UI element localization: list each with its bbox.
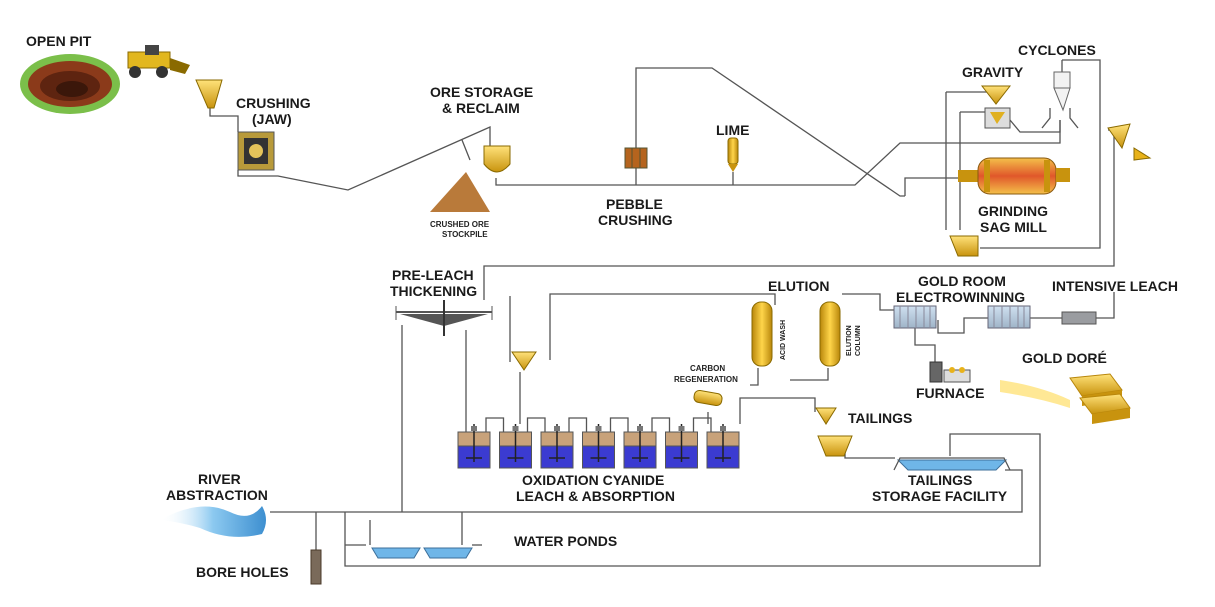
leach-tank bbox=[706, 424, 740, 469]
tailings-hopper bbox=[815, 407, 837, 425]
lime-silo bbox=[727, 137, 739, 172]
label-abstraction: ABSTRACTION bbox=[166, 487, 268, 503]
leach-tank bbox=[457, 424, 491, 469]
screen-hopper bbox=[1133, 147, 1152, 161]
leach-tank bbox=[623, 424, 657, 469]
label-open-pit: OPEN PIT bbox=[26, 33, 92, 49]
label-sag-mill: SAG MILL bbox=[980, 219, 1047, 235]
tailings-storage-facility bbox=[893, 457, 1011, 471]
label-crushed-ore: CRUSHED ORE bbox=[430, 220, 490, 229]
loader-truck bbox=[127, 45, 190, 78]
leach-tank bbox=[582, 424, 615, 469]
label-thickening: THICKENING bbox=[390, 283, 478, 299]
acid-wash-column bbox=[751, 301, 773, 367]
label-elution-column-2: COLUMN bbox=[855, 325, 862, 356]
open-pit bbox=[20, 54, 120, 114]
label-crushing-jaw: (JAW) bbox=[252, 111, 292, 127]
label-electrowinning: ELECTROWINNING bbox=[896, 289, 1026, 305]
label-leach-absorption: LEACH & ABSORPTION bbox=[516, 488, 675, 504]
tank-overflow-pipe bbox=[485, 417, 505, 432]
label-cyclones: CYCLONES bbox=[1018, 42, 1096, 58]
intensive-leach-reactor bbox=[1061, 311, 1097, 325]
electrowinning-cell-2 bbox=[987, 305, 1031, 329]
label-gravity: GRAVITY bbox=[962, 64, 1024, 80]
label-tailings-storage: TAILINGS bbox=[908, 472, 973, 488]
elution-column bbox=[819, 301, 841, 367]
tank-overflow-pipe bbox=[568, 417, 588, 432]
label-storage-facility: STORAGE FACILITY bbox=[872, 488, 1008, 504]
label-crushing: CRUSHING bbox=[236, 95, 311, 111]
tailings-thickener bbox=[817, 435, 853, 457]
leach-tank bbox=[540, 424, 574, 469]
leach-tank bbox=[499, 424, 532, 469]
label-grinding: GRINDING bbox=[978, 203, 1048, 219]
gravity-box bbox=[984, 107, 1011, 129]
label-gold-room: GOLD ROOM bbox=[918, 273, 1006, 289]
label-pre-leach: PRE-LEACH bbox=[392, 267, 474, 283]
reclaim-hopper bbox=[483, 145, 511, 173]
leach-feed-hopper bbox=[511, 351, 537, 371]
label-pebble: PEBBLE bbox=[606, 196, 663, 212]
label-reclaim: & RECLAIM bbox=[442, 100, 520, 116]
label-pebble-crushing: CRUSHING bbox=[598, 212, 673, 228]
carbon-regeneration-kiln bbox=[693, 389, 723, 407]
crushed-ore-stockpile bbox=[430, 172, 490, 212]
river bbox=[160, 506, 266, 537]
electrowinning-cell-1 bbox=[893, 305, 937, 329]
mill-discharge-hopper bbox=[949, 235, 979, 257]
pre-leach-thickener bbox=[395, 300, 493, 336]
leach-tank bbox=[665, 424, 698, 469]
trash-screen bbox=[1107, 123, 1131, 150]
gravity-concentrator bbox=[980, 85, 1012, 105]
cyclone bbox=[1053, 71, 1071, 112]
label-lime: LIME bbox=[716, 122, 750, 138]
bore-hole bbox=[310, 549, 322, 585]
label-gold-dore: GOLD DORÉ bbox=[1022, 350, 1107, 366]
label-acid-wash: ACID WASH bbox=[780, 319, 787, 360]
label-ore-storage: ORE STORAGE bbox=[430, 84, 534, 100]
label-water-ponds: WATER PONDS bbox=[514, 533, 618, 549]
sag-mill bbox=[958, 157, 1070, 195]
label-regeneration: REGENERATION bbox=[674, 375, 738, 384]
tank-overflow-pipe bbox=[692, 417, 712, 432]
pebble-crusher bbox=[624, 147, 648, 169]
tank-overflow-pipe bbox=[526, 417, 546, 432]
leach-tanks bbox=[457, 417, 740, 469]
label-carbon: CARBON bbox=[690, 364, 726, 373]
tank-overflow-pipe bbox=[651, 417, 671, 432]
gold-dore-bars bbox=[1000, 373, 1131, 424]
pit-hopper bbox=[195, 79, 223, 109]
label-tailings: TAILINGS bbox=[848, 410, 913, 426]
process-lines bbox=[209, 59, 1115, 567]
label-bore-holes: BORE HOLES bbox=[196, 564, 289, 580]
label-river: RIVER bbox=[198, 471, 241, 487]
tank-overflow-pipe bbox=[609, 417, 629, 432]
label-oxidation-cyanide: OXIDATION CYANIDE bbox=[522, 472, 665, 488]
label-furnace: FURNACE bbox=[916, 385, 985, 401]
furnace bbox=[929, 361, 971, 383]
label-elution: ELUTION bbox=[768, 278, 830, 294]
water-ponds bbox=[371, 547, 473, 559]
label-stockpile: STOCKPILE bbox=[442, 230, 488, 239]
jaw-crusher bbox=[237, 131, 275, 171]
label-intensive-leach: INTENSIVE LEACH bbox=[1052, 278, 1179, 294]
label-elution-column-1: ELUTION bbox=[846, 325, 853, 356]
